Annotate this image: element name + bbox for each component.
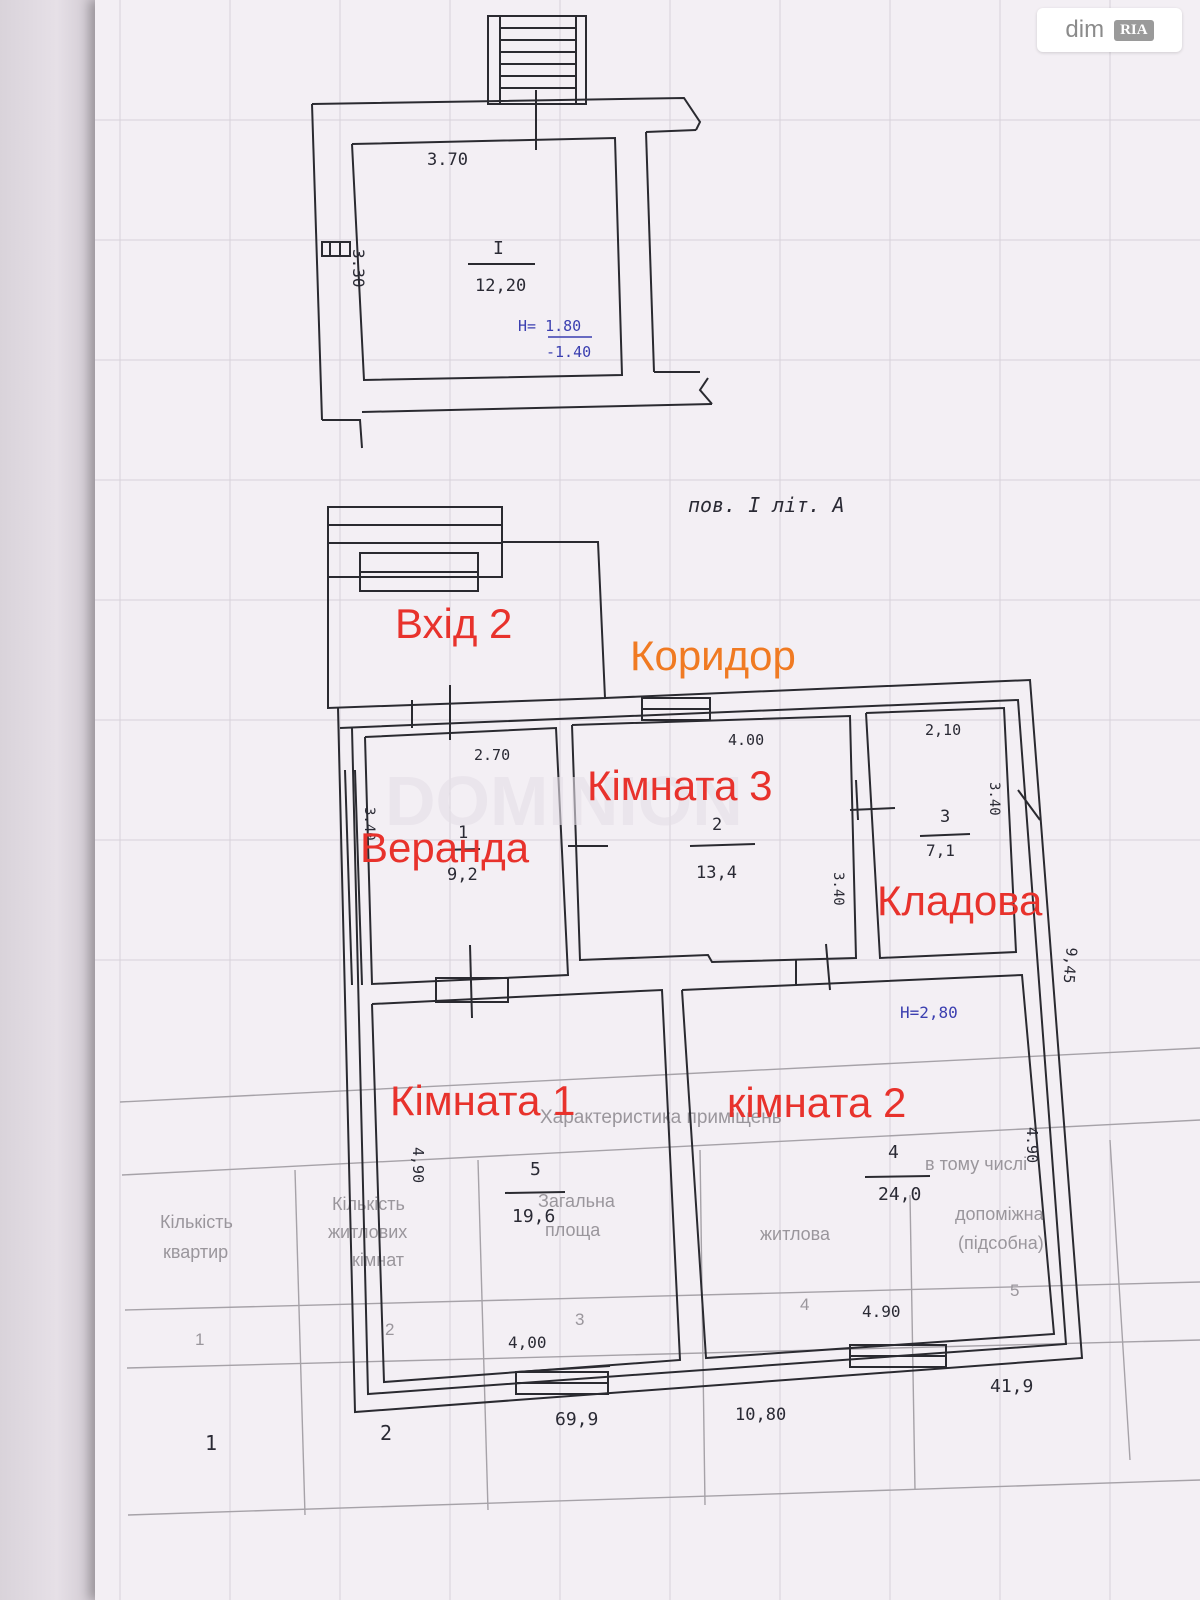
table-val-5: 41,9 [990,1376,1033,1397]
r5-dim-side: 4,90 [409,1147,427,1183]
r3-dim-top: 2,10 [925,721,961,739]
r2-dim-side: 3.40 [830,872,846,906]
cellar-plan [311,15,713,449]
label-entrance-2: Вхід 2 [395,600,512,647]
table-col2-line3: кімнат [352,1250,404,1270]
cellar-dim-top: 3.70 [427,150,468,170]
r4-dim-bottom: 4.90 [862,1302,901,1321]
r4-number: 4 [888,1142,899,1163]
table-num-4: 4 [800,1295,809,1314]
dimria-logo: dim RIA [1037,8,1182,52]
table-val-2: 2 [380,1421,392,1445]
label-room-2: кімната 2 [727,1079,906,1126]
table-subheader: в тому числі [925,1154,1027,1174]
paper-sheet [95,0,1200,1600]
r3-dim-side: 3.40 [986,782,1002,816]
cellar-room-area: 12,20 [475,276,526,296]
r4-area: 24,0 [878,1184,921,1205]
label-room-3: Кімната 3 [587,762,772,809]
r2-dim-top: 4.00 [728,731,764,749]
overall-depth: 9,45 [1060,947,1081,985]
logo-dim-text: dim [1065,16,1105,43]
r4-dim-side: 4.90 [1023,1127,1041,1163]
overall-width: 10,80 [735,1405,786,1425]
r1-number: 1 [458,823,468,843]
table-title: Характеристика приміщень [540,1107,782,1128]
table-col2-line2: житлових [328,1222,407,1242]
table-col5-line1: допоміжна [955,1204,1045,1224]
ground-floor-plan [327,506,1084,1414]
cellar-height-bottom: -1.40 [546,343,591,361]
watermark-text: DOMINION [385,762,743,840]
r5-area: 19,6 [512,1206,555,1227]
r2-number: 2 [712,815,722,835]
table-num-5: 5 [1010,1281,1019,1300]
r1-dim-top: 2.70 [474,746,510,764]
table-col3-line2: площа [545,1220,601,1240]
label-corridor: Коридор [630,632,796,679]
table-num-1: 1 [195,1330,204,1349]
table-col1-line2: квартир [163,1242,228,1262]
table-col3-line1: Загальна [538,1191,616,1211]
cellar-height-top: H= 1.80 [518,317,581,335]
cellar-dim-side: 3.30 [349,249,368,288]
page-edge [0,0,95,1600]
r2-area: 13,4 [696,863,737,883]
ground-floor-handwriting: 2.70 3.40 1 9,2 4.00 2 13,4 3.40 2,10 3 … [361,721,1081,1425]
storey-label: пов. І літ. А [688,493,845,517]
background-table [119,1047,1200,1516]
r1-dim-side: 3.40 [361,807,377,841]
table-col2-line1: Кількість [332,1194,405,1214]
r5-dim-bottom: 4,00 [508,1333,547,1352]
table-val-3: 69,9 [555,1409,598,1430]
table-col4: житлова [760,1224,831,1244]
table-num-2: 2 [385,1320,394,1339]
height-note: H=2,80 [900,1003,958,1022]
table-col1-line1: Кількість [160,1212,233,1232]
table-col5-line2: (підсобна) [958,1233,1044,1253]
r3-number: 3 [940,807,950,827]
paper-grid [95,0,1200,1600]
r5-number: 5 [530,1159,541,1180]
r3-area: 7,1 [926,841,955,860]
r1-area: 9,2 [447,865,478,885]
label-veranda: Веранда [360,824,530,871]
label-room-1: Кімната 1 [390,1077,575,1124]
cellar-room-number: I [493,238,504,259]
table-val-1: 1 [205,1431,217,1455]
logo-ria-badge: RIA [1114,19,1154,41]
label-pantry: Кладова [877,877,1043,924]
background-table-text: Характеристика приміщень в тому числі Кі… [160,1107,1045,1455]
cellar-text: 3.70 3.30 I 12,20 H= 1.80 -1.40 [349,150,592,361]
table-num-3: 3 [575,1310,584,1329]
room-labels: Вхід 2 Коридор Кімната 3 Веранда Кладова… [360,600,1043,1126]
